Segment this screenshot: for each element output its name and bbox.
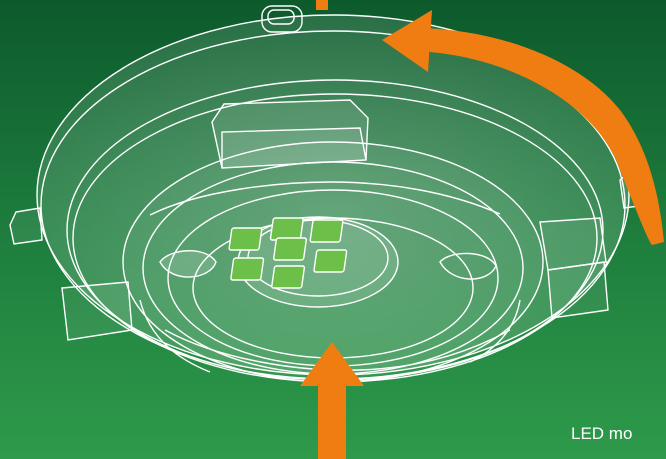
insertion-arrow (300, 342, 364, 459)
led-chip-array (228, 217, 348, 289)
led-chip (230, 257, 265, 281)
led-chip (228, 227, 263, 251)
caption-label: LED mo (571, 424, 633, 443)
top-clip-tab (261, 5, 303, 33)
led-chip (273, 237, 307, 261)
top-arrow-stub (316, 0, 328, 10)
rotation-arrow (382, 10, 664, 245)
inner-latches (139, 181, 521, 373)
retaining-bracket (211, 99, 369, 169)
led-chip (271, 265, 306, 289)
led-chip (313, 249, 348, 273)
led-chip (269, 217, 304, 241)
led-chip (309, 219, 344, 243)
